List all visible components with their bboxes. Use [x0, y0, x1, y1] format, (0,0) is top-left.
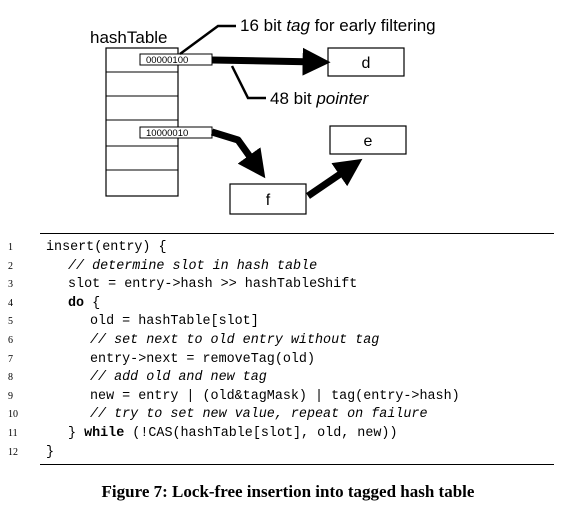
slot-f-tag: 10000010 — [146, 128, 188, 139]
code-text: // set next to old entry without tag — [90, 333, 379, 348]
pointer-annotation-leader — [230, 65, 266, 100]
code-token: slot = entry->hash >> hashTableShift — [68, 277, 358, 293]
line-number: 12 — [8, 446, 18, 458]
line-number: 1 — [8, 242, 13, 253]
code-text: // try to set new value, repeat on failu… — [90, 407, 428, 422]
slot-entry-d: 00000100 — [139, 53, 213, 66]
arrow-f-to-e — [306, 158, 363, 199]
code-line: 10 // try to set new value, repeat on fai… — [0, 407, 576, 425]
code-text: do { — [68, 296, 100, 311]
line-number: 8 — [8, 372, 13, 384]
code-token: insert(entry) { — [46, 240, 167, 255]
node-d-label: d — [362, 55, 371, 72]
code-text: } — [46, 445, 54, 460]
code-line: 12} — [0, 445, 576, 463]
tag-annotation-leader — [179, 24, 236, 56]
code-line: 8 // add old and new tag — [0, 370, 576, 388]
code-token: old = hashTable[slot] — [90, 314, 259, 330]
code-text: new = entry | (old&tagMask) | tag(entry-… — [90, 389, 460, 404]
line-number: 10 — [8, 409, 18, 421]
code-token: new = entry | (old&tagMask) | tag(entry-… — [90, 388, 460, 404]
line-number: 2 — [8, 260, 13, 272]
code-text: } while (!CAS(hashTable[slot], old, new)… — [68, 426, 397, 441]
code-token: } — [46, 444, 55, 460]
code-line: 6 // set next to old entry without tag — [0, 333, 576, 351]
node-e: e — [329, 125, 407, 155]
code-line: 4 do { — [0, 296, 576, 314]
listing-bottom-rule — [40, 464, 554, 465]
line-number: 7 — [8, 353, 13, 365]
comment: // try to set new value, repeat on failu… — [90, 407, 428, 423]
code-text: // determine slot in hash table — [68, 259, 317, 274]
slot-entry-f: 10000010 — [139, 126, 213, 139]
hash-table-diagram: hashTable 00000100 10000010 16 bit tag f… — [90, 16, 436, 215]
code-text: entry->next = removeTag(old) — [90, 352, 315, 367]
line-number: 9 — [8, 390, 13, 402]
comment: // set next to old entry without tag — [90, 333, 380, 348]
code-line: 3 slot = entry->hash >> hashTableShift — [0, 277, 576, 295]
line-number: 5 — [8, 316, 13, 328]
node-d: d — [327, 47, 405, 77]
keyword: while — [84, 426, 125, 441]
code-text: // add old and new tag — [90, 370, 267, 385]
figure-caption: Figure 7: Lock-free insertion into tagge… — [101, 482, 475, 501]
code-token: entry->next = removeTag(old) — [90, 351, 315, 367]
arrow-slot-to-f — [210, 128, 266, 179]
code-token: { — [84, 295, 101, 311]
hash-table-column — [105, 47, 179, 197]
line-number: 4 — [8, 297, 13, 309]
code-token: (!CAS(hashTable[slot], old, new)) — [124, 426, 398, 441]
pointer-annotation: 48 bit pointer — [270, 89, 370, 108]
code-token: } — [68, 426, 85, 441]
arrow-slot-to-d — [211, 47, 331, 76]
code-line: 5 old = hashTable[slot] — [0, 314, 576, 332]
code-line: 1 insert(entry) { — [0, 240, 576, 258]
node-e-label: e — [364, 133, 373, 150]
slot-d-tag: 00000100 — [146, 55, 188, 66]
comment: // determine slot in hash table — [68, 258, 318, 274]
node-f: f — [229, 183, 307, 215]
node-f-label: f — [266, 192, 271, 209]
hash-table-label: hashTable — [90, 28, 168, 47]
tag-annotation: 16 bit tag for early filtering — [240, 16, 436, 35]
code-line: 11} while (!CAS(hashTable[slot], old, ne… — [0, 426, 576, 444]
line-number: 6 — [8, 335, 13, 346]
code-line: 7 entry->next = removeTag(old) — [0, 352, 576, 370]
code-text: insert(entry) { — [46, 240, 167, 255]
comment: // add old and new tag — [90, 370, 267, 386]
line-number: 11 — [8, 428, 18, 439]
code-line: 2 // determine slot in hash table — [0, 259, 576, 277]
listing-top-rule — [40, 233, 554, 234]
code-text: old = hashTable[slot] — [90, 314, 259, 329]
code-text: slot = entry->hash >> hashTableShift — [68, 277, 357, 292]
keyword: do — [68, 295, 85, 311]
line-number: 3 — [8, 279, 13, 291]
code-line: 9 new = entry | (old&tagMask) | tag(entry… — [0, 389, 576, 407]
